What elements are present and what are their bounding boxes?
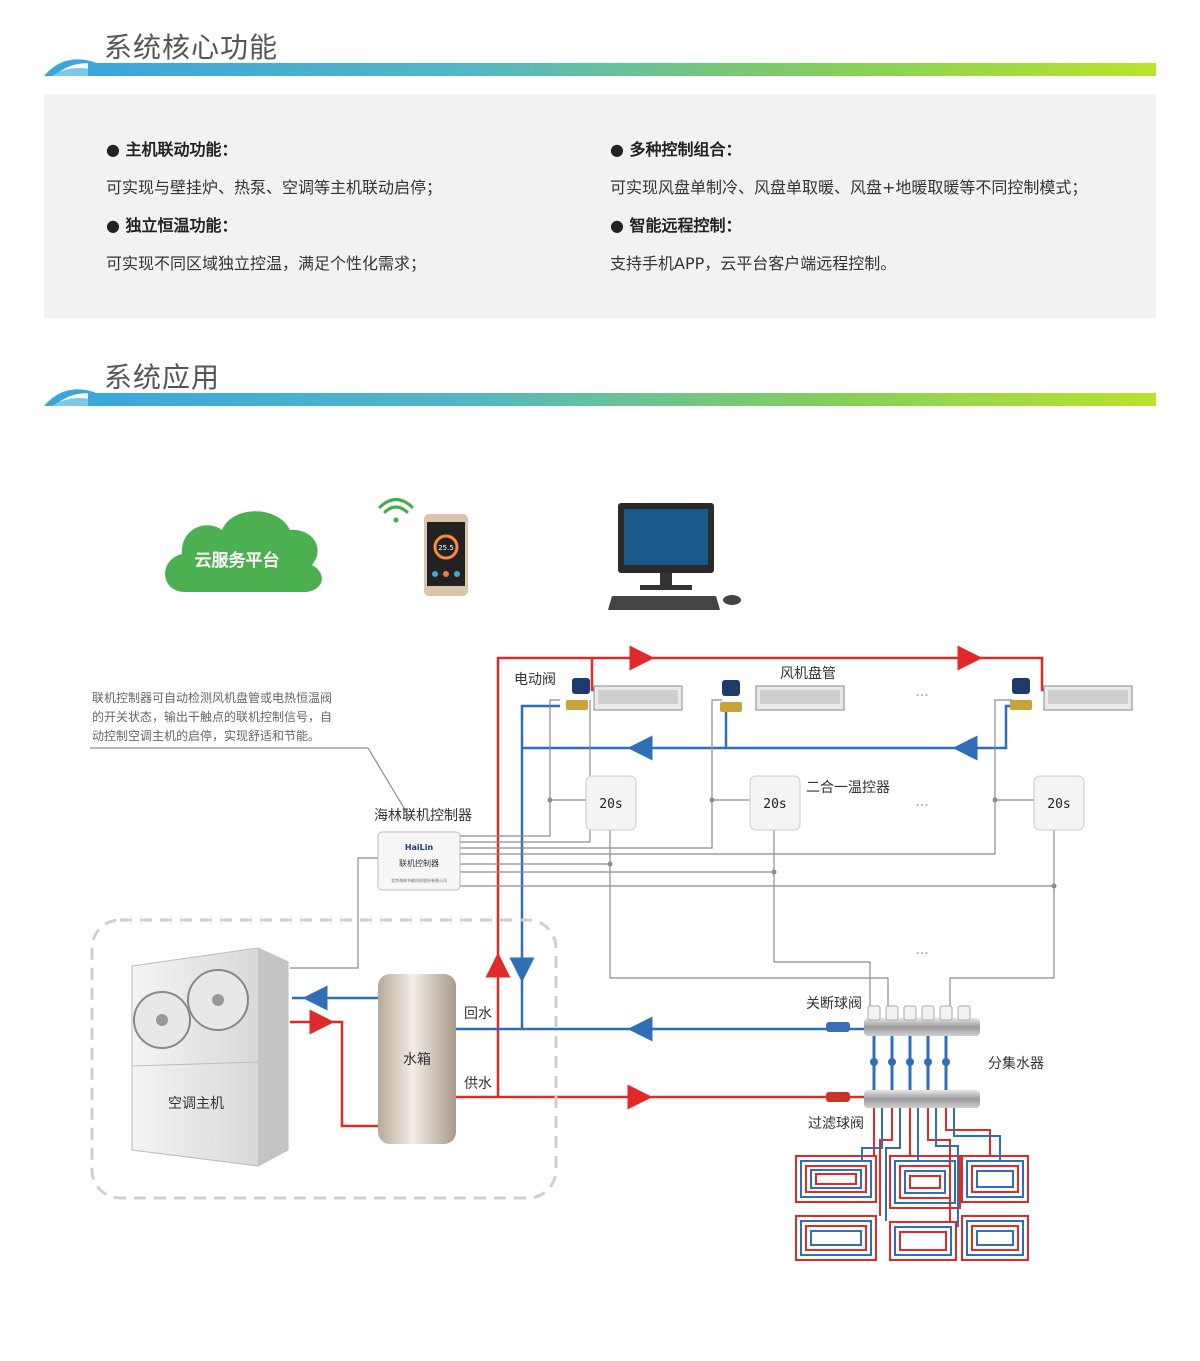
electric-valve-icon [1012, 678, 1030, 694]
section-gradient-bar [88, 63, 1156, 76]
cloud-icon [165, 511, 322, 593]
ellipsis: ··· [915, 688, 928, 704]
feature-title: ● 独立恒温功能： [106, 216, 238, 235]
fan-coil-unit [1010, 678, 1133, 711]
feature-desc: 可实现不同区域独立控温，满足个性化需求； [106, 254, 427, 273]
fan-coil-label: 风机盘管 [780, 665, 836, 682]
thermostat: 20s [585, 775, 637, 831]
linkage-controller: 海林联机控制器 HaiLin 联机控制器 北京海林节能科技股份有限公司 [374, 808, 472, 891]
features-panel: ● 主机联动功能： 可实现与壁挂炉、热泵、空调等主机联动启停； ● 独立恒温功能… [44, 94, 1156, 318]
smartphone-icon: 25.5 [424, 514, 468, 596]
system-diagram: 云服务平台 25.5 [90, 498, 1133, 1261]
water-tank: 水箱 [378, 974, 456, 1144]
filter-valve-icon [826, 1092, 850, 1102]
ellipsis: ··· [915, 946, 928, 962]
section-header-application: 系统应用 [44, 356, 1156, 406]
controller-note-line: 联机控制器可自动检测风机盘管或电热恒温阀 [92, 690, 332, 705]
controller-label: 海林联机控制器 [374, 808, 472, 824]
controller-name: 联机控制器 [399, 858, 439, 868]
ac-unit-label: 空调主机 [168, 1096, 224, 1112]
controller-note-line: 动控制空调主机的启停，实现舒适和节能。 [92, 728, 320, 743]
thermostat: 20s [1033, 775, 1085, 831]
wire-junctions [547, 797, 1057, 889]
fan-coil-unit [566, 678, 683, 711]
cloud-service-platform: 云服务平台 [165, 511, 322, 593]
fan-coil-unit [720, 680, 845, 712]
feature-desc: 可实现风盘单制冷、风盘单取暖、风盘+地暖取暖等不同控制模式； [610, 178, 1088, 197]
controller-company: 北京海林节能科技股份有限公司 [391, 877, 447, 883]
controller-brand: HaiLin [405, 843, 434, 852]
section-gradient-bar [88, 393, 1156, 406]
feature-desc: 支持手机APP，云平台客户端远程控制。 [610, 254, 897, 273]
shutoff-valve-label: 关断球阀 [806, 996, 862, 1012]
feature-title: ● 智能远程控制： [610, 216, 742, 235]
supply-water-label: 供水 [464, 1076, 492, 1092]
ac-outdoor-unit: 空调主机 [131, 947, 289, 1167]
thermostat-display: 20s [599, 797, 622, 812]
feature-control-combo: ● 多种控制组合： 可实现风盘单制冷、风盘单取暖、风盘+地暖取暖等不同控制模式；… [610, 136, 1087, 288]
controller-note-line: 的开关状态，输出干触点的联机控制信号，自 [92, 709, 332, 724]
cloud-label: 云服务平台 [195, 550, 280, 571]
return-water-label: 回水 [464, 1006, 492, 1022]
electric-valve-icon [722, 680, 740, 696]
thermostat: 20s [749, 775, 801, 831]
feature-desc: 可实现与壁挂炉、热泵、空调等主机联动启停； [106, 178, 443, 197]
thermostat-label: 二合一温控器 [806, 780, 890, 796]
electric-valve-icon [572, 678, 590, 694]
section-title: 系统核心功能 [104, 31, 279, 64]
electric-valve-label: 电动阀 [514, 672, 556, 688]
phone-display: 25.5 [438, 544, 454, 552]
water-manifold [826, 1005, 980, 1108]
desktop-computer-icon [608, 503, 741, 610]
thermostat-display: 20s [1047, 797, 1070, 812]
feature-title: ● 主机联动功能： [106, 140, 238, 159]
ellipsis: ··· [915, 798, 928, 814]
shutoff-valve-icon [826, 1022, 850, 1032]
section-title: 系统应用 [104, 361, 221, 394]
feature-title: ● 多种控制组合： [610, 140, 742, 159]
floor-heating-loops [795, 1108, 1029, 1261]
water-tank-label: 水箱 [403, 1052, 431, 1068]
section-header-core: 系统核心功能 [44, 26, 1156, 76]
dashed-enclosure [90, 918, 558, 1200]
manifold-label: 分集水器 [988, 1055, 1044, 1072]
signal-wires [90, 699, 1055, 1010]
wifi-icon [378, 498, 414, 523]
filter-valve-label: 过滤球阀 [808, 1116, 864, 1132]
thermostat-display: 20s [763, 797, 786, 812]
feature-host-linkage: ● 主机联动功能： 可实现与壁挂炉、热泵、空调等主机联动启停； ● 独立恒温功能… [106, 136, 442, 288]
